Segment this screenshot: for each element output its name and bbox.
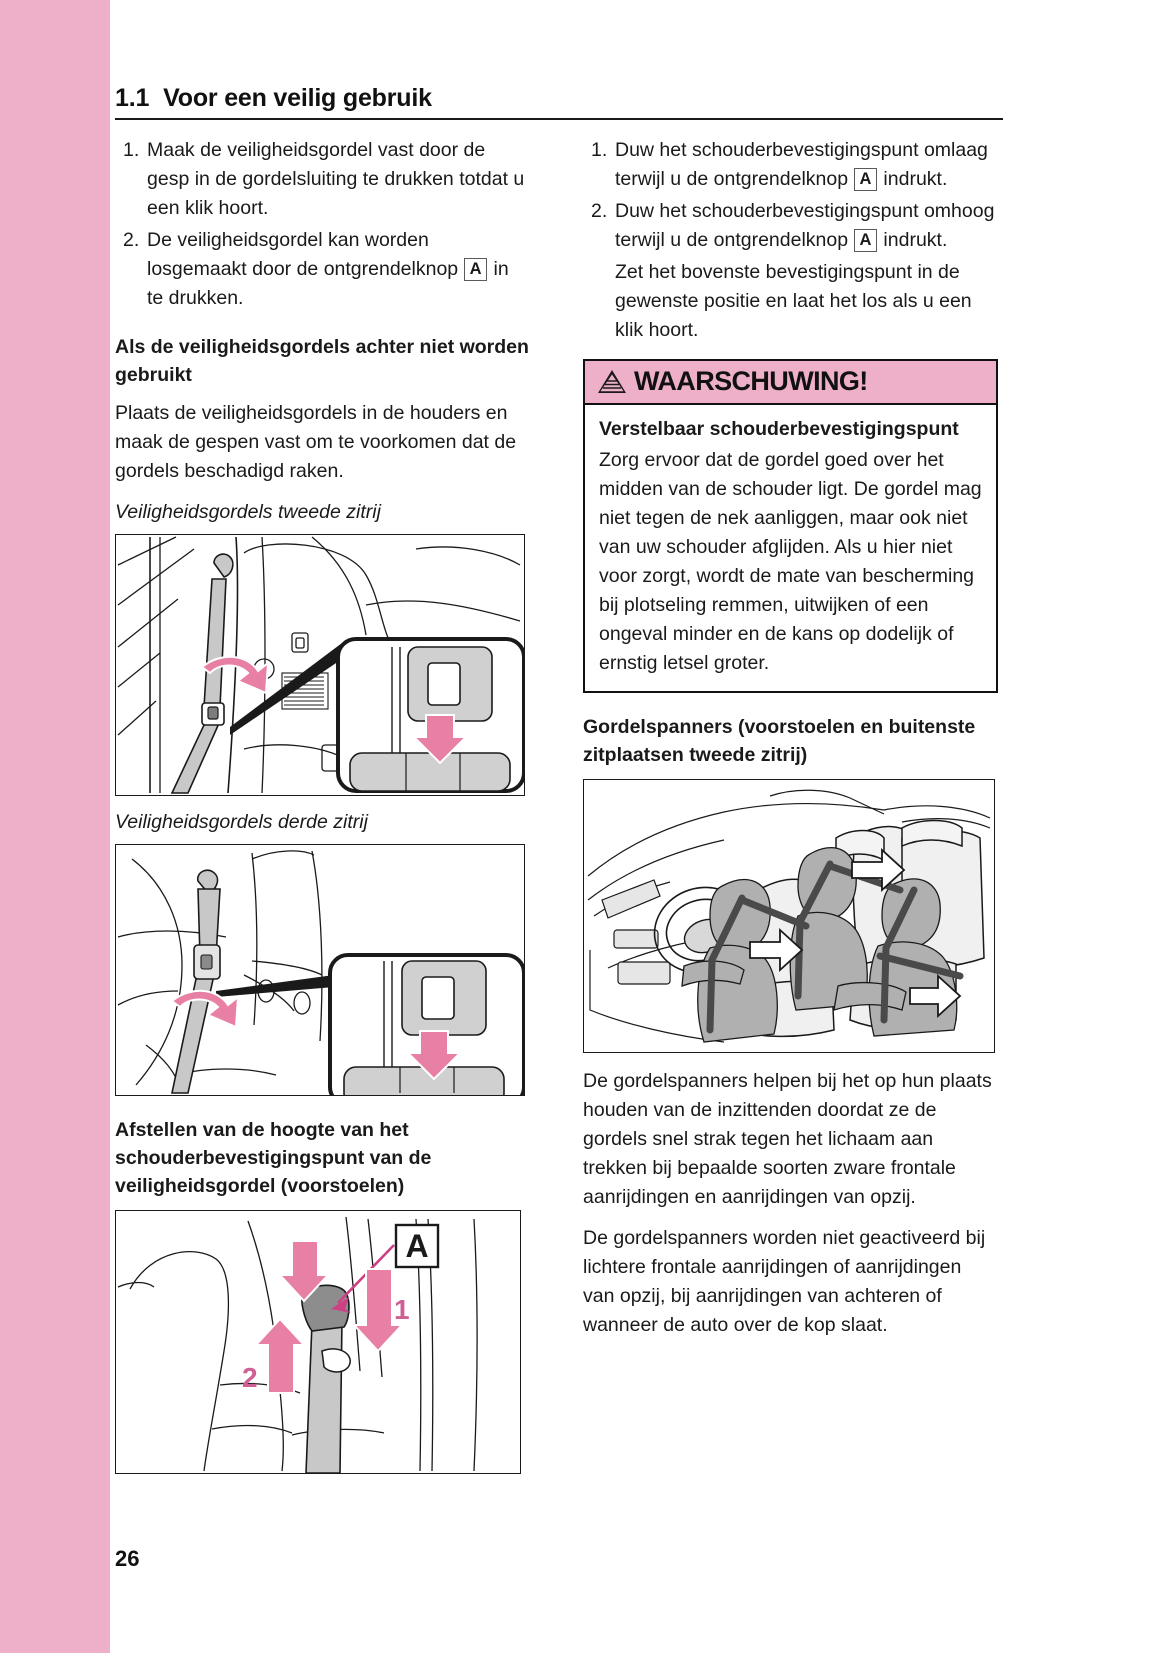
svg-text:2: 2 xyxy=(242,1362,258,1393)
left-heading-shoulder-anchor: Afstellen van de hoogte van het schouder… xyxy=(115,1119,432,1197)
left-step-list: 1. Maak de veiligheidsgordel vast door de… xyxy=(115,136,530,313)
warning-triangle-icon xyxy=(597,368,627,395)
warning-title: WAARSCHUWING! xyxy=(634,366,868,396)
right-step-list: 1. Duw het schouderbevestigingspunt omlaa… xyxy=(583,136,998,255)
right-column: 1. Duw het schouderbevestigingspunt omlaa… xyxy=(583,136,998,1352)
list-text: Duw het schouderbevestigingspunt omlaag … xyxy=(615,139,988,190)
shoulder-anchor-adjustment-illustration: A 1 2 xyxy=(115,1210,521,1474)
left-paragraph-holders: Plaats de veiligheidsgordels in de houde… xyxy=(115,402,517,482)
caption-second-row: Veiligheidsgordels tweede zitrij xyxy=(115,501,381,523)
key-label-a: A xyxy=(463,258,488,281)
warning-subtitle: Verstelbaar schouderbevestigingspunt xyxy=(599,418,959,440)
list-marker: 2. xyxy=(591,200,608,222)
seatbelt-third-row-illustration xyxy=(115,844,525,1096)
list-item: 2. Duw het schouderbevestigingspunt omhoo… xyxy=(583,197,998,255)
list-marker: 2. xyxy=(123,229,140,251)
list-text: De veiligheidsgordel kan worden losgemaa… xyxy=(147,229,459,280)
list-item: 2. De veiligheidsgordel kan worden losgem… xyxy=(115,226,530,313)
svg-text:A: A xyxy=(405,1228,428,1264)
list-text-cont: indrukt. xyxy=(883,229,948,251)
warning-header: WAARSCHUWING! xyxy=(585,361,996,405)
page-edge-accent-bar xyxy=(0,0,110,1653)
list-item: 1. Maak de veiligheidsgordel vast door de… xyxy=(115,136,530,223)
right-heading-pretensioners: Gordelspanners (voorstoelen en buitenste… xyxy=(583,716,976,766)
warning-box: WAARSCHUWING! Verstelbaar schouderbevest… xyxy=(583,359,998,693)
list-text-cont: indrukt. xyxy=(883,168,948,190)
left-heading-rear-belts: Als de veiligheidsgordels achter niet wo… xyxy=(115,336,529,386)
seatbelt-second-row-illustration xyxy=(115,534,525,796)
caption-third-row: Veiligheidsgordels derde zitrij xyxy=(115,811,368,833)
right-step-note: Zet het bovenste bevestigingspunt in de … xyxy=(615,261,972,341)
left-column: 1. Maak de veiligheidsgordel vast door de… xyxy=(115,136,530,1474)
right-paragraph-1: De gordelspanners helpen bij het op hun … xyxy=(583,1070,992,1208)
list-marker: 1. xyxy=(123,139,140,161)
key-label-a: A xyxy=(853,168,878,191)
svg-text:1: 1 xyxy=(394,1294,410,1325)
section-number: 1.1 xyxy=(115,84,150,112)
list-marker: 1. xyxy=(591,139,608,161)
right-paragraph-2: De gordelspanners worden niet geactiveer… xyxy=(583,1227,986,1336)
section-title: Voor een veilig gebruik xyxy=(163,84,432,112)
pretensioner-cabin-illustration xyxy=(583,779,995,1053)
list-text-cont: in te drukken. xyxy=(147,258,509,309)
list-item: 1. Duw het schouderbevestigingspunt omlaa… xyxy=(583,136,998,194)
list-text: Duw het schouderbevestigingspunt omhoog … xyxy=(615,200,995,251)
header-divider xyxy=(115,118,1003,120)
key-label-a: A xyxy=(853,229,878,252)
warning-body: Verstelbaar schouderbevestigingspunt Zor… xyxy=(585,405,996,691)
warning-text: Zorg ervoor dat de gordel goed over het … xyxy=(599,449,982,674)
page-number: 26 xyxy=(115,1546,140,1571)
page-title: 1.1 Voor een veilig gebruik xyxy=(115,84,1003,113)
list-text: Maak de veiligheidsgordel vast door de g… xyxy=(147,139,525,219)
